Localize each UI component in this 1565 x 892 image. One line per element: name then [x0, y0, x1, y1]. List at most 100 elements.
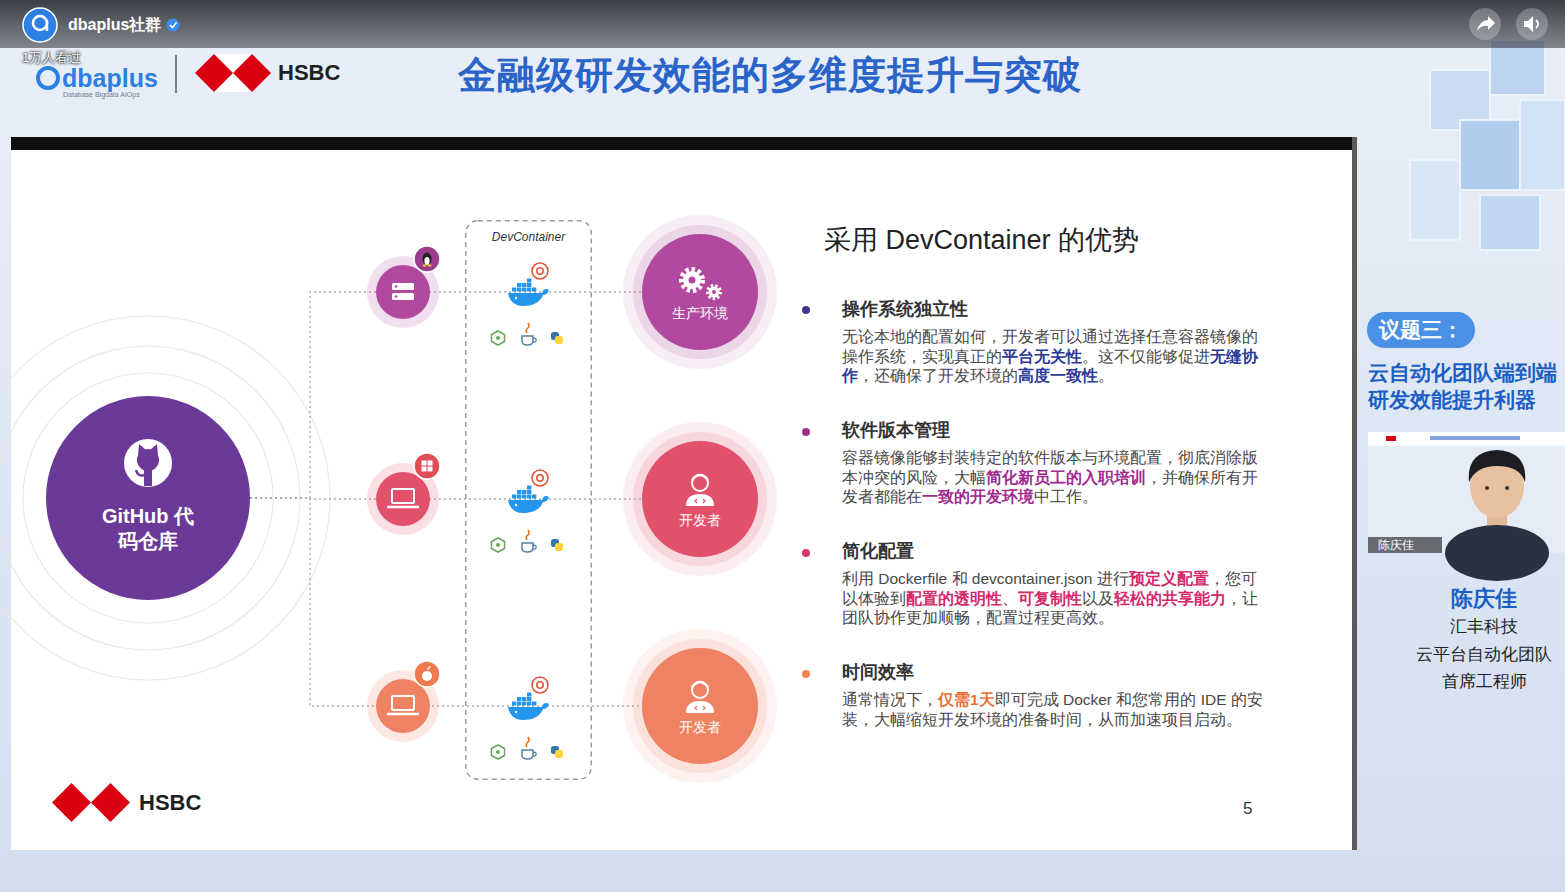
share-button — [1469, 8, 1501, 40]
decor-shape — [144, 466, 152, 486]
label-wrap: 汇丰科技 — [1370, 617, 1565, 637]
slide-top-bar — [11, 137, 1352, 150]
topic-pill: 议题三： — [1367, 312, 1475, 348]
decor-shape — [623, 629, 777, 783]
dbaplus-logo-mark — [38, 68, 58, 88]
target-halos — [623, 215, 777, 783]
decor-shape — [392, 283, 414, 290]
sound-button — [1516, 8, 1548, 40]
decor-shape — [395, 295, 398, 298]
decor-shape — [689, 277, 696, 284]
target-circle-fill — [642, 648, 758, 764]
node-text: 议题三： — [1379, 317, 1463, 342]
decor-shape — [633, 639, 767, 773]
highlight-text: 配置的透明性 — [906, 590, 1002, 607]
body-text: 利用 Dockerfile 和 devcontainer.json 进行 — [842, 570, 1129, 587]
decor-shape — [633, 432, 767, 566]
decor-shape — [423, 264, 427, 266]
bullet-body: 通常情况下，仅需1天即可完成 Docker 和您常用的 IDE 的安装，大幅缩短… — [842, 690, 1272, 729]
label-wrap: 陈庆佳 — [1378, 538, 1414, 552]
decor-shape — [392, 696, 414, 710]
decor-shape — [1505, 486, 1509, 490]
label-wrap: 陈庆佳 — [1370, 586, 1565, 612]
developer-icon — [686, 682, 714, 713]
highlight-text: 可复制性 — [1018, 590, 1082, 607]
decor-shape — [692, 475, 708, 480]
view-count: 1万人看过 — [22, 50, 81, 66]
decor-shape — [1386, 436, 1396, 441]
body-text: 通常情况下， — [842, 691, 938, 708]
target-circle-fill — [642, 234, 758, 350]
body-text: 中工作。 — [1034, 488, 1098, 505]
label-wrap: HSBC — [278, 60, 340, 86]
container-stack — [492, 677, 564, 759]
windows-badge — [414, 453, 440, 479]
label-wrap: dbaplus — [62, 63, 158, 93]
logo-wordmark: dbaplus — [62, 63, 158, 93]
top-shade — [0, 0, 1565, 48]
speaker-name: 陈庆佳 — [1370, 586, 1565, 612]
label-wrap: HSBC — [139, 790, 201, 816]
slide-edge — [1352, 137, 1357, 850]
decor-shape — [1490, 40, 1545, 95]
decor-shape — [428, 461, 433, 466]
speaker-video — [1368, 432, 1565, 581]
decor-shape — [138, 444, 146, 455]
body-text: 、 — [1002, 590, 1018, 607]
decor-shape — [1368, 537, 1442, 553]
decor-shape — [686, 494, 714, 506]
speaker-company: 汇丰科技 — [1370, 617, 1565, 637]
decor-shape — [422, 461, 427, 466]
decor-shape — [376, 472, 430, 526]
section-heading: 采用 DevContainer 的优势 — [824, 224, 1139, 256]
decor-shape — [1410, 160, 1460, 240]
hsbc-logo-mark — [52, 783, 130, 822]
decor-shape — [414, 661, 440, 687]
container-stack — [492, 263, 564, 345]
decor-shape — [802, 428, 810, 436]
label-wrap: 软件版本管理 — [842, 420, 1262, 442]
decor-shape — [23, 373, 273, 623]
hsbc-logo-mark — [195, 54, 271, 92]
decor-shape — [428, 264, 432, 266]
decor-shape — [709, 287, 720, 298]
verified-check — [170, 23, 177, 28]
decor-shape — [692, 682, 708, 687]
body-text: 。这不仅能够促进 — [1082, 348, 1210, 365]
highlight-text: 轻松的共享能力 — [1114, 590, 1226, 607]
decor-shape — [387, 713, 419, 716]
logo-wordmark: HSBC — [139, 790, 201, 816]
decor-shape — [150, 444, 158, 455]
decor-shape — [1469, 450, 1526, 482]
decor-shape — [387, 506, 419, 509]
slide-ground — [11, 137, 1352, 850]
decor-shape — [376, 679, 430, 733]
node-text: 开发者 — [679, 513, 721, 529]
decor-shape — [428, 467, 433, 472]
panel-cubes — [1410, 40, 1565, 250]
decor-shape — [376, 265, 430, 319]
highlight-text: 平台无关性 — [1002, 348, 1082, 365]
github-mark — [124, 439, 172, 487]
sound-wave — [1536, 20, 1538, 28]
decor-shape — [712, 290, 716, 294]
decor-shape — [423, 253, 432, 266]
channel-avatar — [23, 8, 57, 42]
highlight-text: 一致的开发环境 — [922, 488, 1034, 505]
connector-line — [250, 498, 642, 706]
host-laptop — [367, 670, 439, 742]
highlight-text: 预定义配置 — [1129, 570, 1209, 587]
verified-badge — [167, 19, 180, 32]
decor-shape — [1520, 100, 1565, 190]
bullet-dots — [802, 306, 810, 678]
speaker-team: 云平台自动化团队 — [1370, 645, 1565, 665]
gear-icon — [682, 270, 720, 298]
topic-pill-fill — [1367, 312, 1475, 348]
decor-shape — [802, 549, 810, 557]
target-circle-fill — [642, 441, 758, 557]
label-wrap: 1万人看过 — [22, 50, 81, 66]
